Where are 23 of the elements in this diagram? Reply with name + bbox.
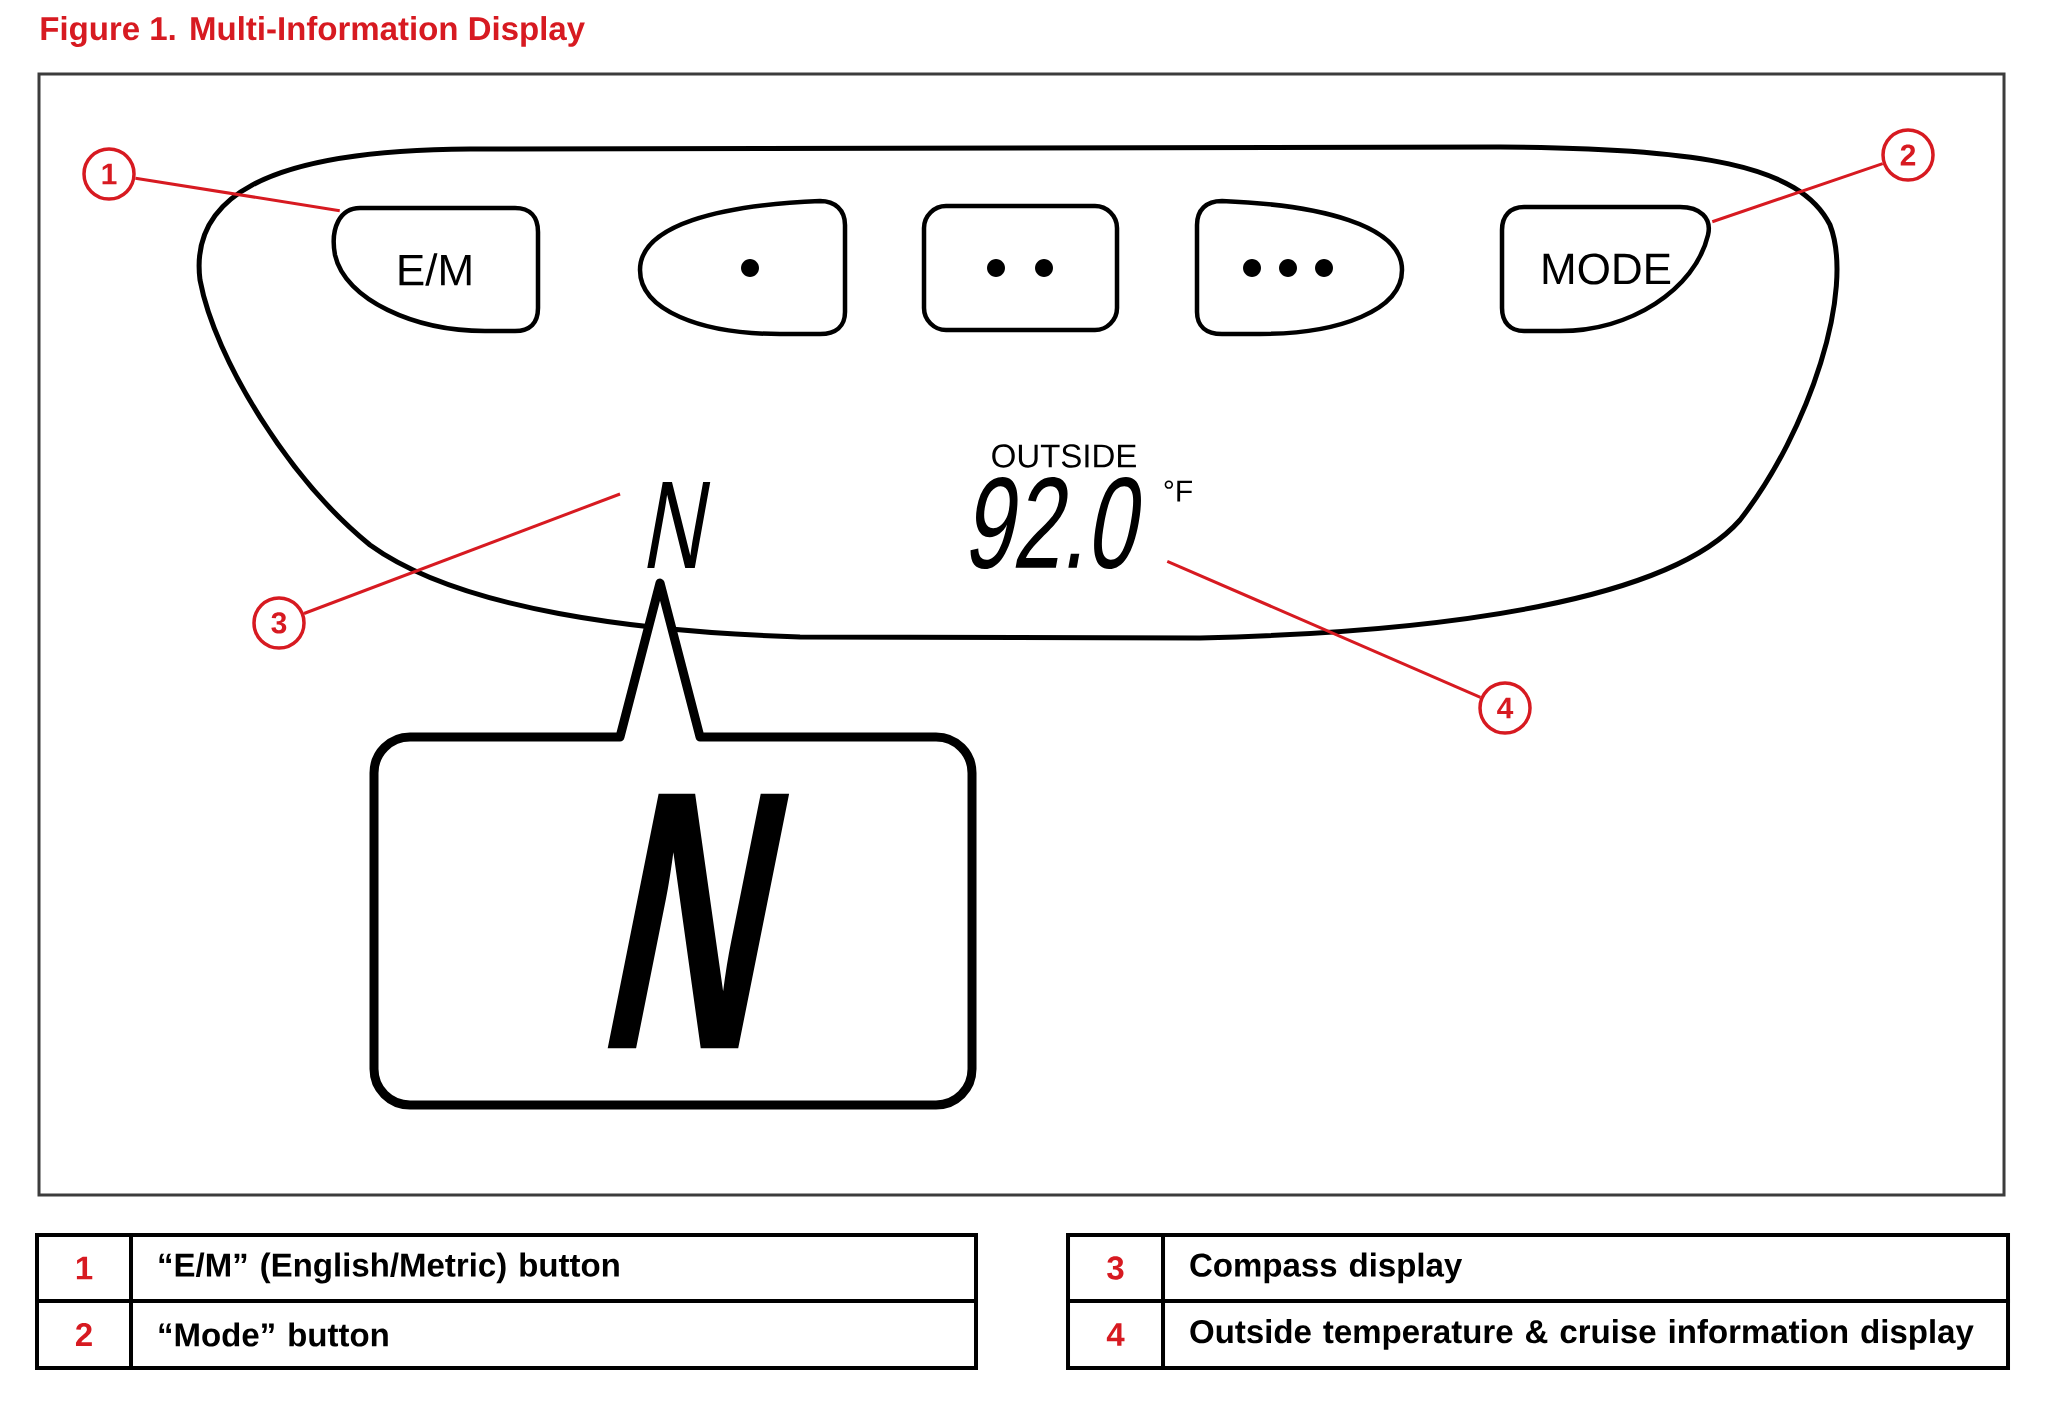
key-number-cell: 2 [35,1299,133,1370]
key-text-cell: “Mode” button [129,1299,978,1370]
button: MODE [1499,204,1711,334]
key-number-cell: 4 [1066,1299,1165,1370]
key-text-cell: “E/M” (English/Metric) button [129,1233,978,1303]
outside-label: OUTSIDE [992,444,1136,468]
key-text-cell: Compass display [1161,1233,2010,1303]
key-number-cell: 1 [35,1233,133,1303]
leader-line [303,492,621,615]
callout-number: 1 [82,147,136,201]
unit-label: °F [1164,480,1192,502]
leader-line [1166,559,1482,699]
temperature-reading: 92.0 [970,476,1141,569]
key-number-cell: 3 [1066,1233,1165,1303]
callout-bubble: N [369,578,977,1110]
compass-reading: N [647,481,711,568]
leader-line [1711,162,1884,224]
callout-number: 2 [1881,128,1935,182]
leader-line [135,176,340,213]
figure-title: Figure 1. Multi-Information Display [41,16,585,47]
callout-number: 3 [252,596,306,650]
callout-number: 4 [1478,681,1532,735]
key-text-cell: Outside temperature & cruise information display [1161,1299,2010,1370]
